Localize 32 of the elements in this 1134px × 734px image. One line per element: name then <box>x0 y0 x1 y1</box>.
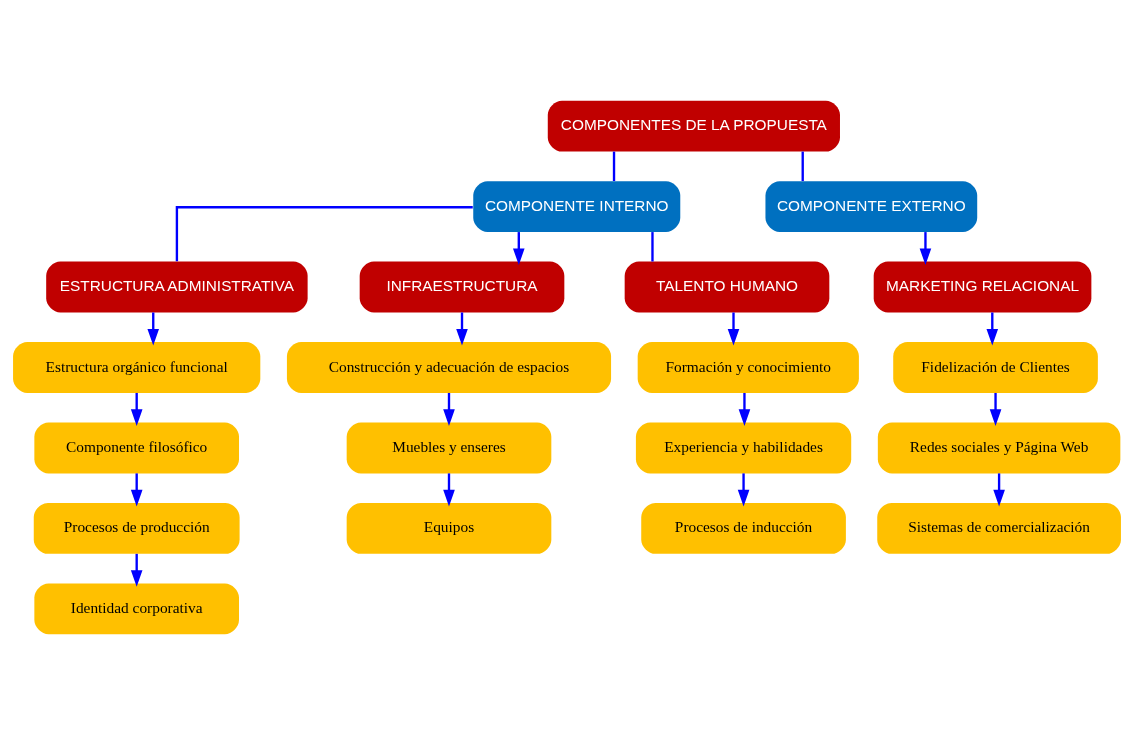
node-box: Redes sociales y Página Web <box>877 422 1121 473</box>
connector <box>612 151 616 181</box>
node-box: Fidelización de Clientes <box>893 341 1098 393</box>
arrow <box>130 392 143 426</box>
node-box: Sistemas de comercialización <box>877 502 1121 554</box>
node-box: ESTRUCTURA ADMINISTRATIVA <box>46 261 308 312</box>
node-box: Formación y conocimiento <box>637 341 859 393</box>
node-box: Estructura orgánico funcional <box>13 341 261 393</box>
arrow <box>919 231 932 265</box>
node-box: Equipos <box>346 502 552 554</box>
connector <box>175 205 473 261</box>
node-box: Identidad corporativa <box>34 582 239 634</box>
arrow <box>738 392 751 426</box>
arrow <box>737 472 750 506</box>
node-box: Experiencia y habilidades <box>635 422 852 473</box>
connector <box>801 151 804 181</box>
node-box: Procesos de producción <box>33 502 240 554</box>
node-box: COMPONENTES DE LA PROPUESTA <box>547 100 840 152</box>
arrow <box>989 392 1002 426</box>
node-box: Procesos de inducción <box>641 502 846 554</box>
node-box: COMPONENTE EXTERNO <box>765 180 978 232</box>
node-box: INFRAESTRUCTURA <box>359 261 565 312</box>
node-box: TALENTO HUMANO <box>624 261 830 312</box>
node-box: COMPONENTE INTERNO <box>473 180 681 232</box>
arrow <box>130 472 143 506</box>
arrow <box>130 553 143 587</box>
node-box: Componente filosófico <box>34 422 239 473</box>
node-box: Construcción y adecuación de espacios <box>286 341 612 393</box>
node-box: MARKETING RELACIONAL <box>873 261 1092 312</box>
node-box: Muebles y enseres <box>346 422 552 473</box>
arrow <box>727 312 740 346</box>
connector <box>651 231 654 261</box>
